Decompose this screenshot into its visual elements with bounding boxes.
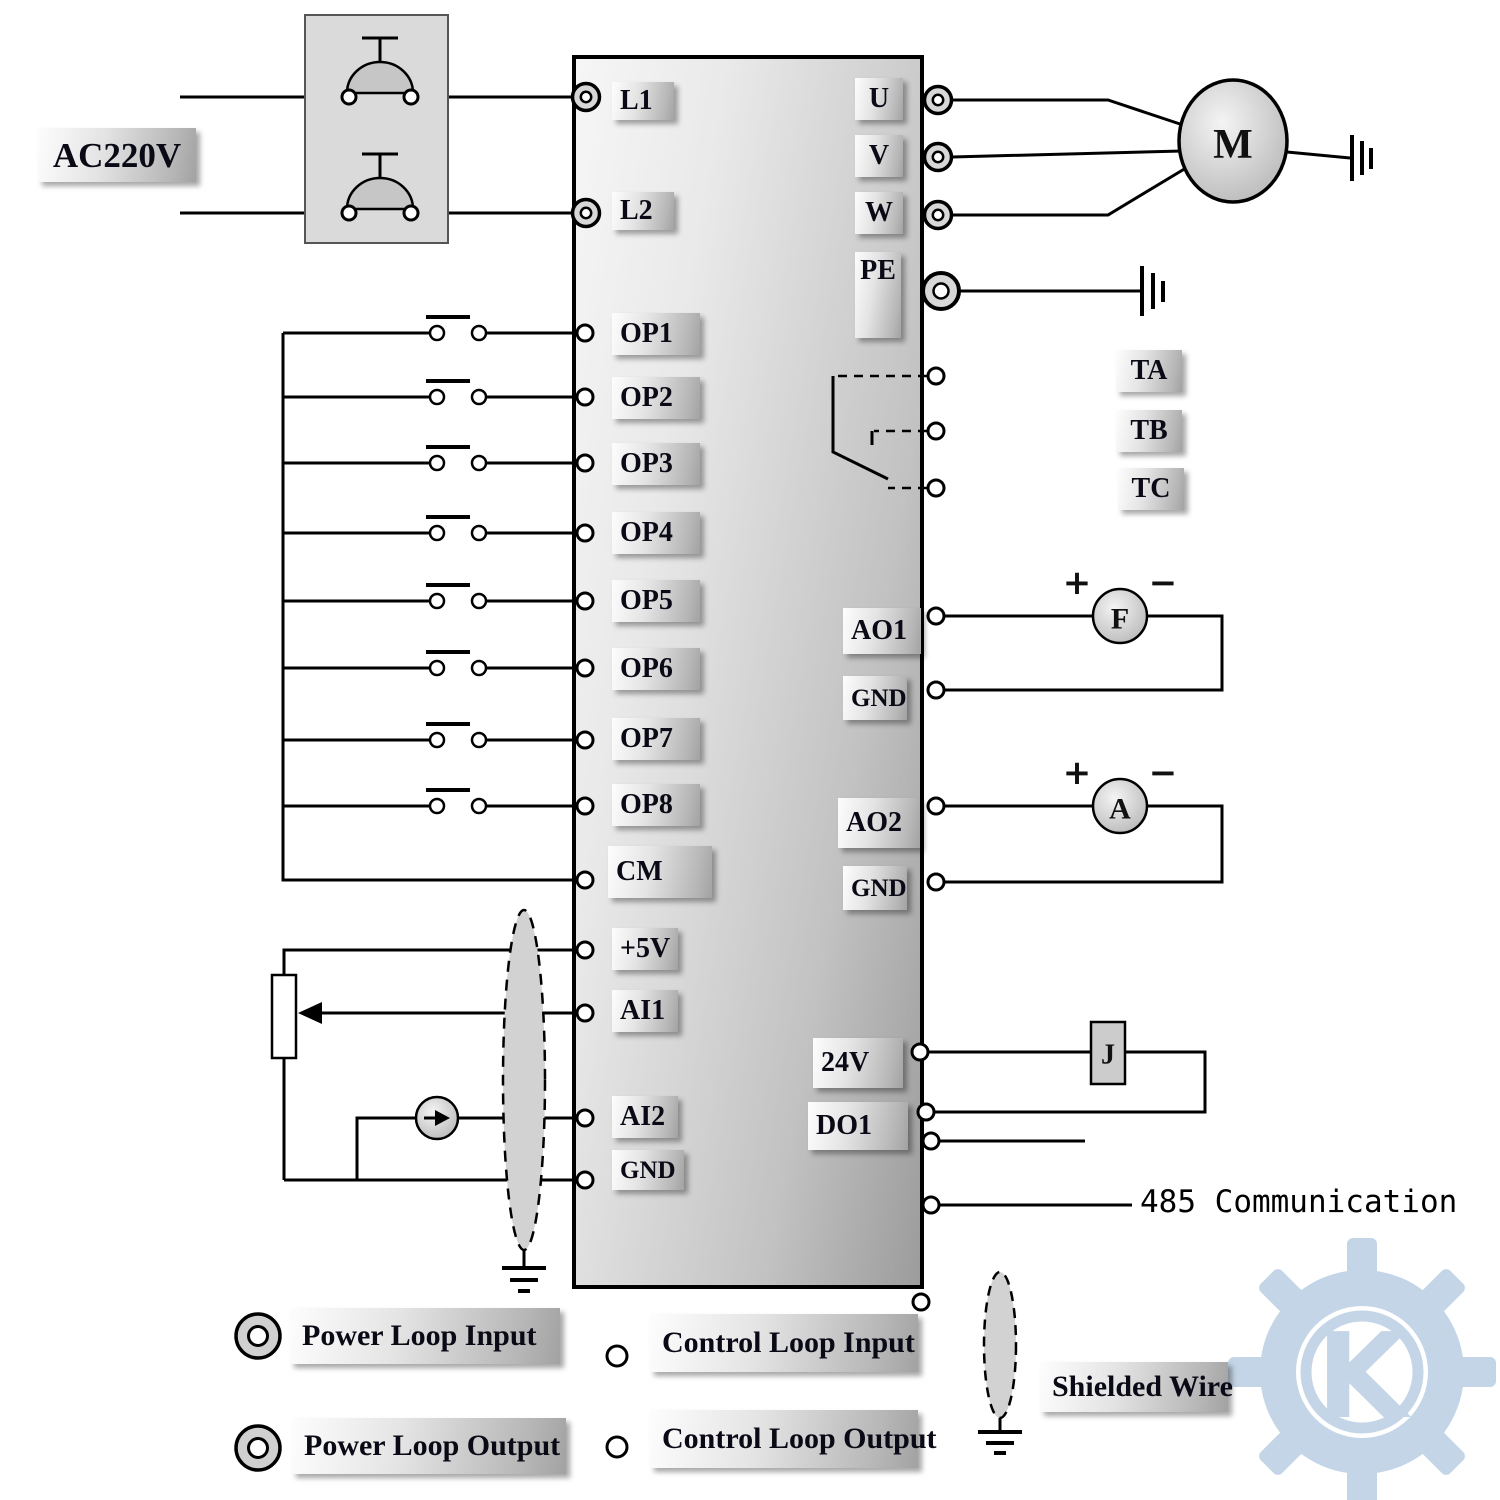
minus-sign: − xyxy=(1149,563,1178,603)
legend-power-loop-output-icon xyxy=(234,1424,282,1472)
terminal-label-do1: DO1 xyxy=(808,1102,908,1150)
terminal-label-op5: OP5 xyxy=(612,580,700,622)
terminal-ao2 xyxy=(926,796,946,816)
terminal-label-pe: PE xyxy=(855,252,901,338)
frequency-meter-letter: F xyxy=(1111,603,1129,636)
terminal-gnd-in xyxy=(575,1170,595,1190)
terminal-gnd-ao2 xyxy=(926,872,946,892)
legend-shielded-wire-label: Shielded Wire xyxy=(1040,1362,1233,1412)
terminal-label-l2: L2 xyxy=(612,192,674,230)
terminal-v xyxy=(922,141,954,173)
terminal-op4 xyxy=(575,523,595,543)
terminal-5v xyxy=(575,940,595,960)
terminal-24v xyxy=(910,1042,930,1062)
terminal-do1 xyxy=(916,1102,936,1122)
terminal-label-tb: TB xyxy=(1116,410,1182,452)
relay-coil-letter: J xyxy=(1101,1040,1115,1071)
terminal-label-gnd-ao2: GND xyxy=(843,866,907,910)
power-switch-box xyxy=(304,14,449,244)
terminal-label-op8: OP8 xyxy=(612,784,700,826)
terminal-label-5v: +5V xyxy=(612,928,678,970)
legend-control-loop-input-icon xyxy=(605,1344,629,1368)
motor-letter: M xyxy=(1213,122,1253,168)
legend-power-loop-input-label: Power Loop Input xyxy=(290,1308,560,1364)
terminal-label-l1: L1 xyxy=(612,82,674,120)
power-source-label: AC220V xyxy=(38,128,196,182)
minus-sign: − xyxy=(1149,753,1178,793)
terminal-l1 xyxy=(570,81,602,113)
terminal-label-ai2: AI2 xyxy=(612,1096,678,1138)
terminal-op3 xyxy=(575,453,595,473)
terminal-gnd-ao1 xyxy=(926,680,946,700)
terminal-label-gnd-ao1: GND xyxy=(843,676,907,720)
potentiometer xyxy=(270,973,298,1060)
terminal-ao1 xyxy=(926,606,946,626)
op-input-switches xyxy=(426,315,488,815)
terminal-op7 xyxy=(575,730,595,750)
legend-control-loop-output-label: Control Loop Output xyxy=(650,1410,937,1468)
ground-symbols xyxy=(502,135,1373,1455)
relay-contact xyxy=(831,376,889,481)
terminal-op5 xyxy=(575,591,595,611)
watermark-gear-logo: K xyxy=(1228,1238,1496,1500)
terminal-label-op7: OP7 xyxy=(612,718,700,760)
terminal-label-24v: 24V xyxy=(813,1038,903,1088)
terminal-do1-b xyxy=(921,1131,941,1151)
terminal-label-op1: OP1 xyxy=(612,313,700,355)
terminal-points xyxy=(570,81,961,1312)
terminal-op8 xyxy=(575,796,595,816)
terminal-op6 xyxy=(575,658,595,678)
ammeter: + − A xyxy=(1063,753,1178,835)
terminal-label-tc: TC xyxy=(1118,468,1184,510)
shielded-cable xyxy=(501,908,547,1252)
legend-shielded-wire-icon xyxy=(982,1270,1018,1420)
legend-control-loop-output-icon xyxy=(605,1435,629,1459)
terminal-w xyxy=(922,199,954,231)
terminal-485 xyxy=(921,1195,941,1215)
ammeter-letter: A xyxy=(1109,793,1131,826)
watermark-letter: K xyxy=(1316,1307,1412,1445)
terminal-tb xyxy=(926,421,946,441)
terminal-label-ai1: AI1 xyxy=(612,990,678,1032)
frequency-meter: + − F xyxy=(1063,563,1178,645)
terminal-op2 xyxy=(575,387,595,407)
switch-contact-bottom xyxy=(340,152,420,222)
terminal-label-op3: OP3 xyxy=(612,443,700,485)
terminal-op1 xyxy=(575,323,595,343)
ai1-arrow xyxy=(298,1002,322,1024)
legend-control-loop-input-label: Control Loop Input xyxy=(650,1314,918,1372)
terminal-label-ao1: AO1 xyxy=(843,608,921,654)
terminal-l2 xyxy=(570,197,602,229)
terminal-label-op6: OP6 xyxy=(612,648,700,690)
terminal-label-ta: TA xyxy=(1116,350,1182,392)
terminal-ai2 xyxy=(575,1108,595,1128)
terminal-pe xyxy=(921,271,961,311)
terminal-label-v: V xyxy=(855,135,903,177)
legend-power-loop-input-icon xyxy=(234,1312,282,1360)
rs485-communication-label: 485 Communication xyxy=(1140,1184,1458,1220)
terminal-label-ao2: AO2 xyxy=(838,798,920,848)
relay-contact-leads xyxy=(833,374,927,490)
terminal-label-gnd-in: GND xyxy=(612,1150,684,1190)
plus-sign: + xyxy=(1063,563,1092,603)
terminal-label-u: U xyxy=(855,78,903,120)
plus-sign: + xyxy=(1063,753,1092,793)
terminal-label-op2: OP2 xyxy=(612,377,700,419)
terminal-label-op4: OP4 xyxy=(612,512,700,554)
terminal-label-w: W xyxy=(855,192,903,234)
terminal-bottom xyxy=(911,1292,931,1312)
terminal-ta xyxy=(926,366,946,386)
relay-coil: J xyxy=(1089,1020,1127,1086)
current-source xyxy=(414,1095,460,1141)
terminal-u xyxy=(922,84,954,116)
terminal-tc xyxy=(926,478,946,498)
switch-contact-top xyxy=(340,36,420,106)
terminal-ai1 xyxy=(575,1003,595,1023)
legend-power-loop-output-label: Power Loop Output xyxy=(292,1418,566,1474)
terminal-cm xyxy=(575,870,595,890)
terminal-label-cm: CM xyxy=(608,846,712,898)
motor: M xyxy=(1177,78,1289,204)
